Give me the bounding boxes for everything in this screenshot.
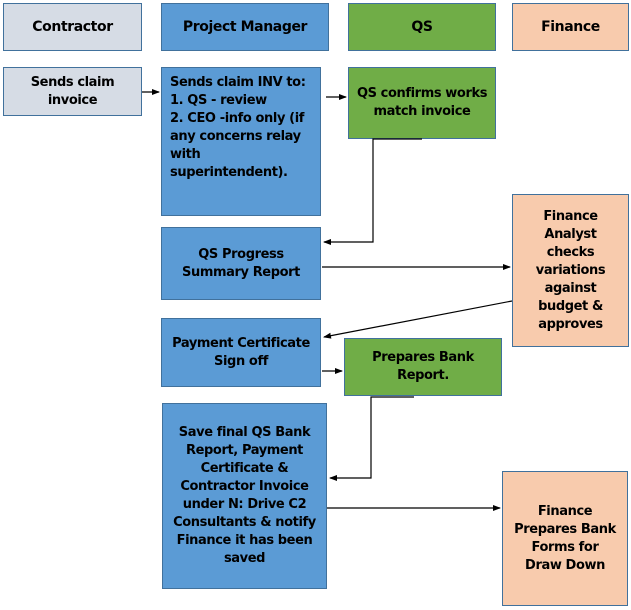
lane-header-label: Project Manager — [182, 19, 308, 35]
step-label: Finance Prepares Bank Forms for Draw Dow… — [514, 503, 616, 573]
step-sends-claim-invoice: Sends claim invoice — [3, 67, 142, 116]
step-qs-progress-report: QS Progress Summary Report — [161, 227, 321, 300]
step-label: Save final QS Bank Report, Payment Certi… — [173, 425, 316, 566]
lane-header-contractor: Contractor — [3, 3, 142, 51]
step-finance-prepares-forms: Finance Prepares Bank Forms for Draw Dow… — [502, 471, 628, 606]
connector-qs-to-progress-report — [323, 138, 422, 245]
step-save-final: Save final QS Bank Report, Payment Certi… — [162, 403, 327, 589]
step-prepares-bank-report: Prepares Bank Report. — [344, 338, 502, 396]
step-label: Prepares Bank Report. — [372, 350, 474, 383]
lane-header-project-manager: Project Manager — [161, 3, 329, 51]
connector-bank-report-to-save-final — [329, 396, 414, 481]
step-label: Finance Analyst checks variations agains… — [535, 208, 606, 332]
lane-header-finance: Finance — [512, 3, 629, 51]
lane-header-label: Finance — [541, 19, 600, 35]
lane-header-label: Contractor — [32, 19, 113, 35]
step-label: QS confirms works match invoice — [356, 86, 488, 119]
lane-header-label: QS — [411, 19, 433, 35]
connector-finance-to-payment-cert — [323, 300, 513, 339]
step-pm-sends-claim: Sends claim INV to: 1. QS - review 2. CE… — [161, 67, 321, 216]
step-label: Sends claim invoice — [30, 74, 115, 108]
step-label: Sends claim INV to: 1. QS - review 2. CE… — [170, 75, 306, 180]
step-payment-certificate: Payment Certificate Sign off — [161, 318, 321, 387]
step-qs-confirms: QS confirms works match invoice — [348, 67, 496, 139]
lane-header-qs: QS — [348, 3, 496, 51]
step-label: Payment Certificate Sign off — [172, 335, 310, 369]
step-finance-analyst-checks: Finance Analyst checks variations agains… — [512, 194, 629, 347]
step-label: QS Progress Summary Report — [182, 246, 300, 280]
